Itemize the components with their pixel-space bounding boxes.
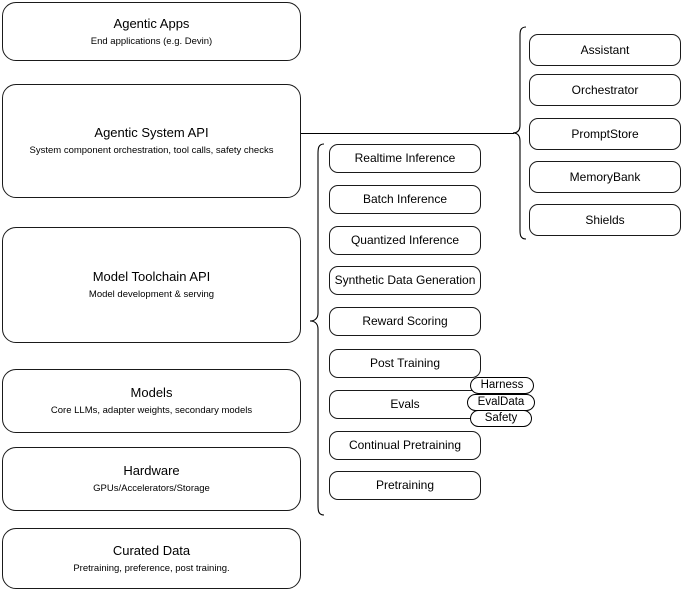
- layer-title: Hardware: [123, 463, 180, 478]
- capability-label: Realtime Inference: [354, 151, 456, 165]
- badge-label: Harness: [480, 379, 524, 391]
- component-orchestrator[interactable]: Orchestrator: [529, 74, 681, 106]
- capability-reward-scoring[interactable]: Reward Scoring: [329, 307, 481, 336]
- brace-middle-capabilities: [309, 143, 325, 517]
- layer-card-models[interactable]: Models Core LLMs, adapter weights, secon…: [2, 369, 301, 433]
- capability-evals[interactable]: Evals: [329, 390, 481, 419]
- evals-badge-harness[interactable]: Harness: [470, 377, 534, 394]
- layer-subtitle: System component orchestration, tool cal…: [29, 145, 274, 156]
- capability-label: Post Training: [369, 356, 441, 370]
- capability-label: Evals: [390, 397, 420, 411]
- component-label: MemoryBank: [569, 169, 641, 184]
- capability-label: Batch Inference: [362, 192, 448, 206]
- component-assistant[interactable]: Assistant: [529, 34, 681, 66]
- capability-synthetic-data-generation[interactable]: Synthetic Data Generation: [329, 266, 481, 295]
- capability-continual-pretraining[interactable]: Continual Pretraining: [329, 431, 481, 460]
- badge-label: EvalData: [477, 396, 525, 408]
- capability-label: Synthetic Data Generation: [334, 273, 476, 287]
- badge-label: Safety: [484, 412, 518, 424]
- layer-subtitle: End applications (e.g. Devin): [90, 35, 213, 47]
- brace-right-components: [512, 26, 528, 240]
- capability-label: Reward Scoring: [362, 314, 448, 328]
- component-memorybank[interactable]: MemoryBank: [529, 161, 681, 193]
- capability-label: Pretraining: [375, 478, 435, 492]
- layer-subtitle: GPUs/Accelerators/Storage: [93, 483, 210, 494]
- capability-label: Quantized Inference: [350, 233, 460, 247]
- component-shields[interactable]: Shields: [529, 204, 681, 236]
- capability-label: Continual Pretraining: [348, 438, 462, 452]
- capability-batch-inference[interactable]: Batch Inference: [329, 185, 481, 214]
- layer-title: Model Toolchain API: [92, 269, 211, 284]
- capability-quantized-inference[interactable]: Quantized Inference: [329, 226, 481, 255]
- capability-pretraining[interactable]: Pretraining: [329, 471, 481, 500]
- component-label: Assistant: [580, 42, 630, 57]
- layer-title: Models: [130, 385, 173, 400]
- evals-badge-evaldata[interactable]: EvalData: [467, 394, 535, 411]
- layer-subtitle: Core LLMs, adapter weights, secondary mo…: [50, 405, 253, 416]
- layer-title: Agentic Apps: [113, 15, 190, 31]
- connector-line-agentic-system-api: [301, 133, 514, 134]
- layer-card-agentic-system-api[interactable]: Agentic System API System component orch…: [2, 84, 301, 198]
- layer-card-hardware[interactable]: Hardware GPUs/Accelerators/Storage: [2, 447, 301, 511]
- component-label: Orchestrator: [571, 82, 639, 97]
- component-label: PromptStore: [571, 126, 639, 141]
- component-promptstore[interactable]: PromptStore: [529, 118, 681, 150]
- capability-post-training[interactable]: Post Training: [329, 349, 481, 378]
- layer-subtitle: Pretraining, preference, post training.: [73, 562, 230, 574]
- layer-subtitle: Model development & serving: [88, 289, 215, 300]
- evals-badge-safety[interactable]: Safety: [470, 410, 532, 427]
- layer-title: Agentic System API: [94, 125, 209, 140]
- layer-title: Curated Data: [112, 542, 191, 558]
- layer-card-model-toolchain-api[interactable]: Model Toolchain API Model development & …: [2, 227, 301, 343]
- component-label: Shields: [585, 212, 625, 227]
- layer-card-agentic-apps[interactable]: Agentic Apps End applications (e.g. Devi…: [2, 2, 301, 61]
- capability-realtime-inference[interactable]: Realtime Inference: [329, 144, 481, 173]
- layer-card-curated-data[interactable]: Curated Data Pretraining, preference, po…: [2, 528, 301, 589]
